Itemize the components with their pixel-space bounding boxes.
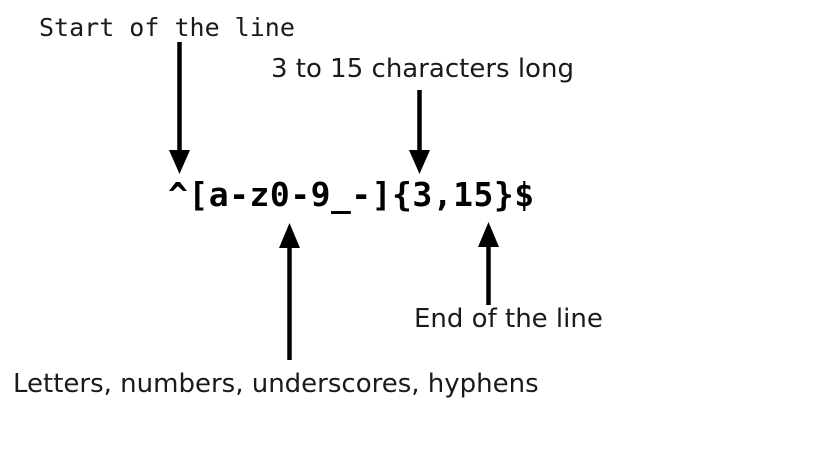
- regex-expression: ^[a-z0-9_-]{3,15}$: [168, 175, 535, 214]
- annotation-label-length: 3 to 15 characters long: [271, 54, 574, 84]
- arrow-down-start-of-line: [169, 42, 190, 174]
- arrow-down-length: [409, 90, 430, 174]
- annotation-label-charset: Letters, numbers, underscores, hyphens: [13, 369, 539, 399]
- annotation-label-start-of-line: Start of the line: [39, 13, 295, 42]
- arrow-up-charset: [279, 223, 300, 360]
- annotation-label-end-of-line: End of the line: [414, 304, 603, 334]
- arrow-up-end-of-line: [478, 222, 499, 305]
